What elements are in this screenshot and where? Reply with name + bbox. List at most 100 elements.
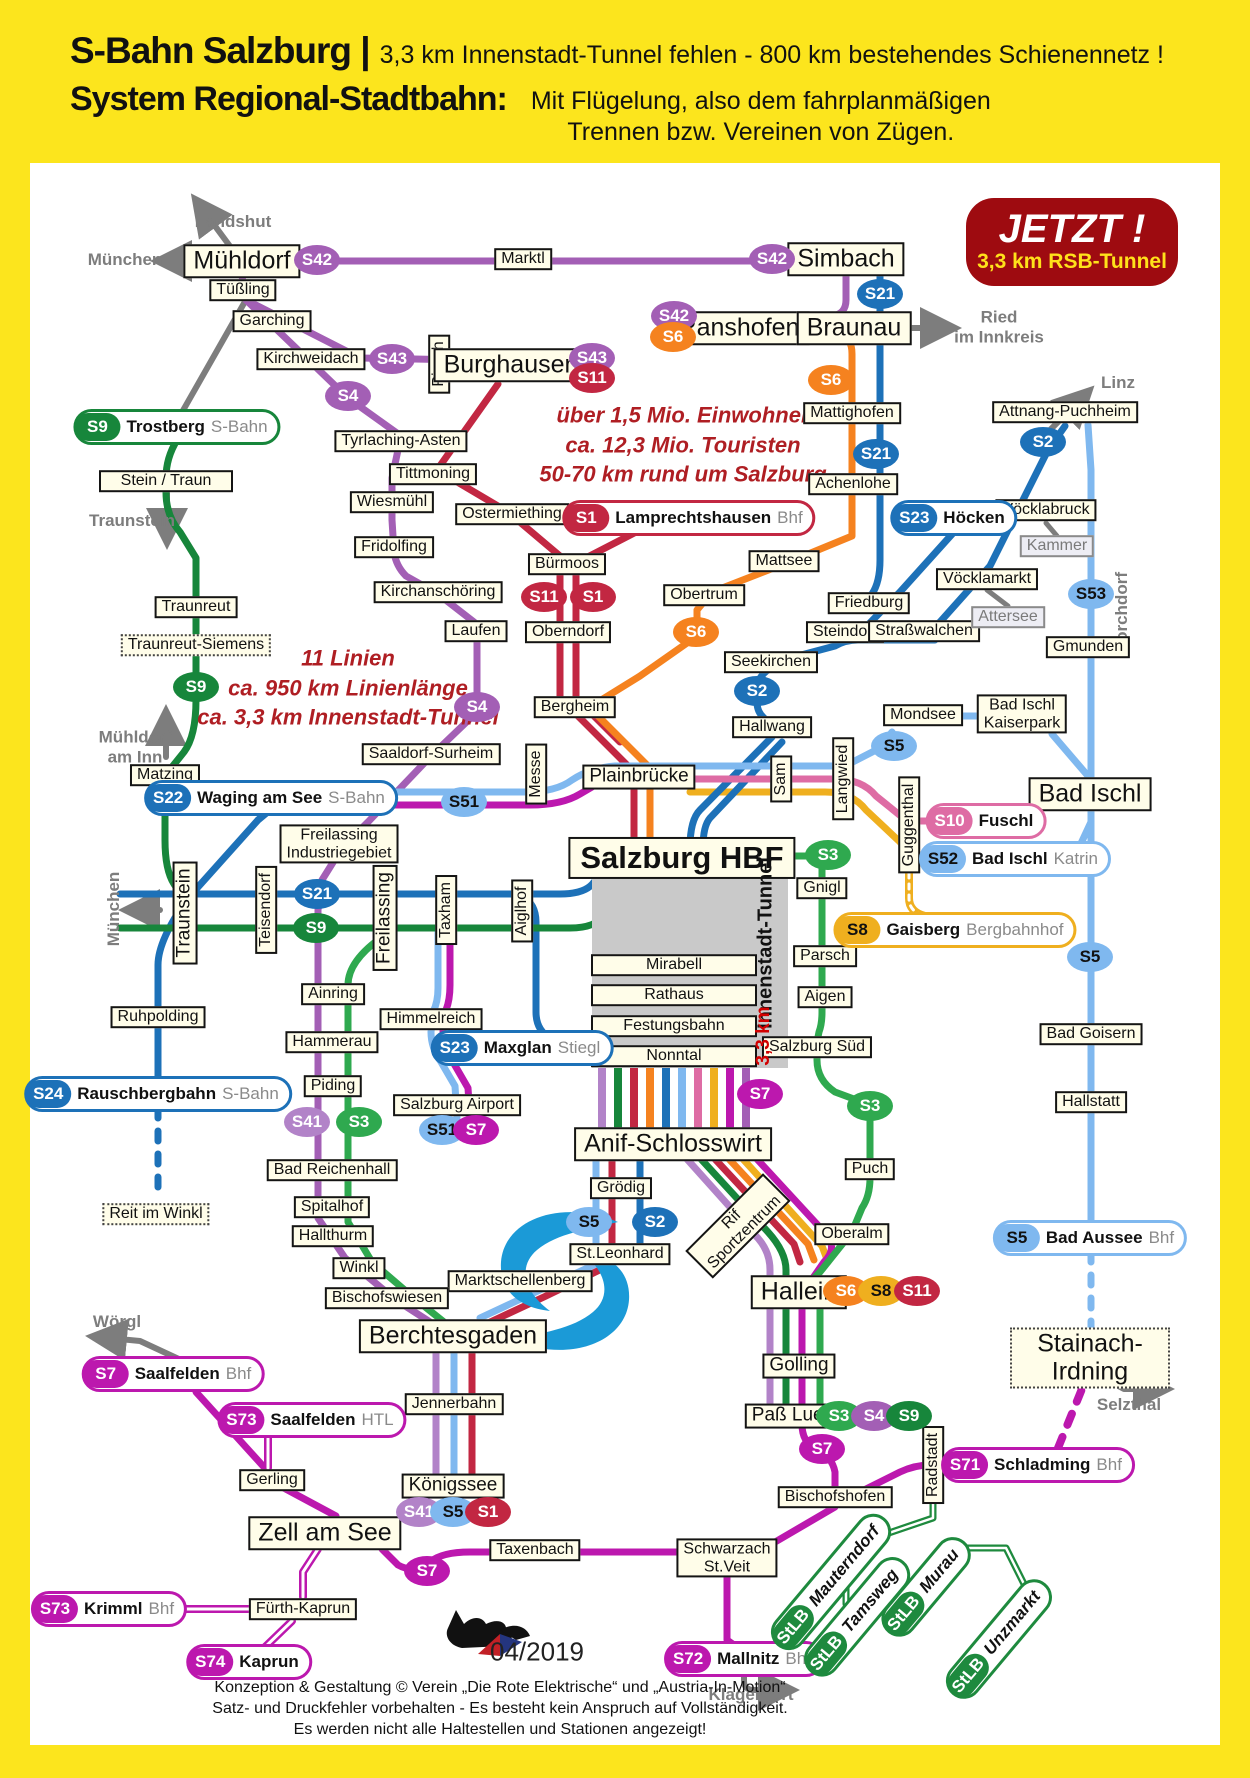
terminus-suffix: Stiegl <box>557 1038 601 1057</box>
station-kammer: Kammer <box>1019 535 1095 557</box>
station-simbach: Simbach <box>787 242 905 276</box>
station-salzburg-s-d: Salzburg Süd <box>761 1036 873 1058</box>
station-gnigl: Gnigl <box>796 877 848 899</box>
station-bad-goisern: Bad Goisern <box>1039 1023 1143 1045</box>
station-kirchweidach: Kirchweidach <box>256 348 366 370</box>
line-badge-s52: S52 <box>919 845 966 873</box>
tunnel-label: Innenstadt-Tunnel <box>754 857 777 1029</box>
terminus-name: Mallnitz <box>717 1649 780 1668</box>
station-zell-am-see: Zell am See <box>248 1516 402 1550</box>
station-m-hldorf: Mühldorf <box>183 244 301 278</box>
line-badge-s1: S1 <box>465 1497 511 1527</box>
station-salzburg-hbf: Salzburg HBF <box>568 836 796 880</box>
line-badge-s53: S53 <box>1068 579 1114 609</box>
line-badge-s73: S73 <box>218 1406 265 1434</box>
fox-logo <box>446 1610 530 1656</box>
station-v-cklamarkt: Vöcklamarkt <box>935 568 1039 590</box>
line-badge-s5: S5 <box>871 731 917 761</box>
line-badge-s23: S23 <box>891 504 938 532</box>
line-badge-s21: S21 <box>853 439 899 469</box>
station-obertrum: Obertrum <box>663 584 745 606</box>
line-badge-s9: S9 <box>293 913 339 943</box>
station-bergheim: Bergheim <box>533 696 617 718</box>
line-badge-s43: S43 <box>369 344 415 374</box>
station-kirchansch-ring: Kirchanschöring <box>373 581 503 603</box>
station-taxham: Taxham <box>435 874 457 946</box>
station-bad-reichenhall: Bad Reichenhall <box>266 1159 398 1181</box>
station-hallthurm: Hallthurm <box>291 1225 375 1247</box>
station-anif-schlosswirt: Anif-Schlosswirt <box>574 1127 772 1161</box>
station-gerling: Gerling <box>239 1469 305 1491</box>
terminus-suffix: HTL <box>361 1410 394 1429</box>
station-mattighofen: Mattighofen <box>803 402 901 424</box>
line-badge-s1: S1 <box>563 504 610 532</box>
line-badge-s7: S7 <box>799 1434 845 1464</box>
terminus-suffix: Bhf <box>1148 1228 1175 1247</box>
line-badge-s41: S41 <box>284 1107 330 1137</box>
line-badge-s11: S11 <box>521 582 567 612</box>
terminus-suffix: S-Bahn <box>328 788 385 807</box>
station-langwied: Langwied <box>832 737 854 821</box>
terminus-suffix: Katrin <box>1053 849 1099 868</box>
terminus-name: Höcken <box>943 508 1005 527</box>
station-ruhpolding: Ruhpolding <box>110 1006 206 1028</box>
line-badge-s1: S1 <box>570 582 616 612</box>
terminus-name: Lamprechtshausen <box>615 508 772 527</box>
terminus-name: Saalfelden <box>134 1364 220 1383</box>
station-fridolfing: Fridolfing <box>354 536 434 558</box>
station-aigen: Aigen <box>797 986 853 1008</box>
station-marktschellenberg: Marktschellenberg <box>447 1270 593 1292</box>
station-hallstatt: Hallstatt <box>1055 1091 1127 1113</box>
terminus-suffix: Bhf <box>1096 1455 1122 1474</box>
station-stra-walchen: Straßwalchen <box>868 620 980 642</box>
destination-label-linz: Linz <box>1101 372 1135 392</box>
destination-label-landshut: Landshut <box>194 211 272 231</box>
destination-label-m-nchen: München <box>87 249 163 269</box>
station-tittmoning: Tittmoning <box>388 463 478 485</box>
terminus-name: Bad Ischl <box>971 849 1048 868</box>
station-rathaus: Rathaus <box>591 984 757 1006</box>
station-taxenbach: Taxenbach <box>489 1539 581 1561</box>
line-badge-s11: S11 <box>894 1276 940 1306</box>
station-traunstein: Traunstein <box>172 861 198 965</box>
terminus-name: Krimml <box>83 1599 143 1618</box>
terminus-name: Kaprun <box>239 1652 299 1671</box>
terminus-suffix: Bhf <box>225 1364 252 1383</box>
station-freilassing: Freilassing <box>372 865 398 971</box>
jetzt-badge: JETZT ! 3,3 km RSB-Tunnel <box>966 198 1178 286</box>
line-badge-s42: S42 <box>749 244 795 274</box>
station-piding: Piding <box>303 1075 363 1097</box>
jetzt-line1: JETZT ! <box>998 207 1146 252</box>
station-achenlohe: Achenlohe <box>808 473 898 495</box>
line-badge-s72: S72 <box>665 1645 712 1673</box>
station-golling: Golling <box>762 1353 836 1379</box>
station-attersee: Attersee <box>971 606 1045 628</box>
station-b-rmoos: Bürmoos <box>527 553 607 575</box>
title-system-sub: Mit Flügelung, also dem fahrplanmäßigen … <box>530 87 991 147</box>
station-sam: Sam <box>770 755 792 803</box>
line-badge-s51: S51 <box>441 787 487 817</box>
jetzt-line2: 3,3 km RSB-Tunnel <box>977 250 1167 274</box>
destination-label-m-hldorf-am-inn: Mühldorf am Inn <box>98 727 172 767</box>
station-bischofshofen: Bischofshofen <box>777 1486 893 1508</box>
station-t-ling: Tüßling <box>209 279 277 301</box>
line-badge-s7: S7 <box>82 1360 129 1388</box>
line-badge-s9: S9 <box>173 672 219 702</box>
station-messe: Messe <box>525 743 547 805</box>
terminus-name: Fuschl <box>978 811 1034 830</box>
station-gr-dig: Grödig <box>589 1177 653 1199</box>
station-traunreut: Traunreut <box>154 596 238 618</box>
station-steindorf: Steindorf <box>805 621 885 643</box>
station-burghausen: Burghausen <box>433 348 589 382</box>
destination-label-w-rgl: Wörgl <box>92 1311 142 1331</box>
terminus-name: Gaisberg <box>886 920 961 939</box>
station-mattsee: Mattsee <box>748 550 820 572</box>
station-nonntal: Nonntal <box>591 1045 757 1067</box>
